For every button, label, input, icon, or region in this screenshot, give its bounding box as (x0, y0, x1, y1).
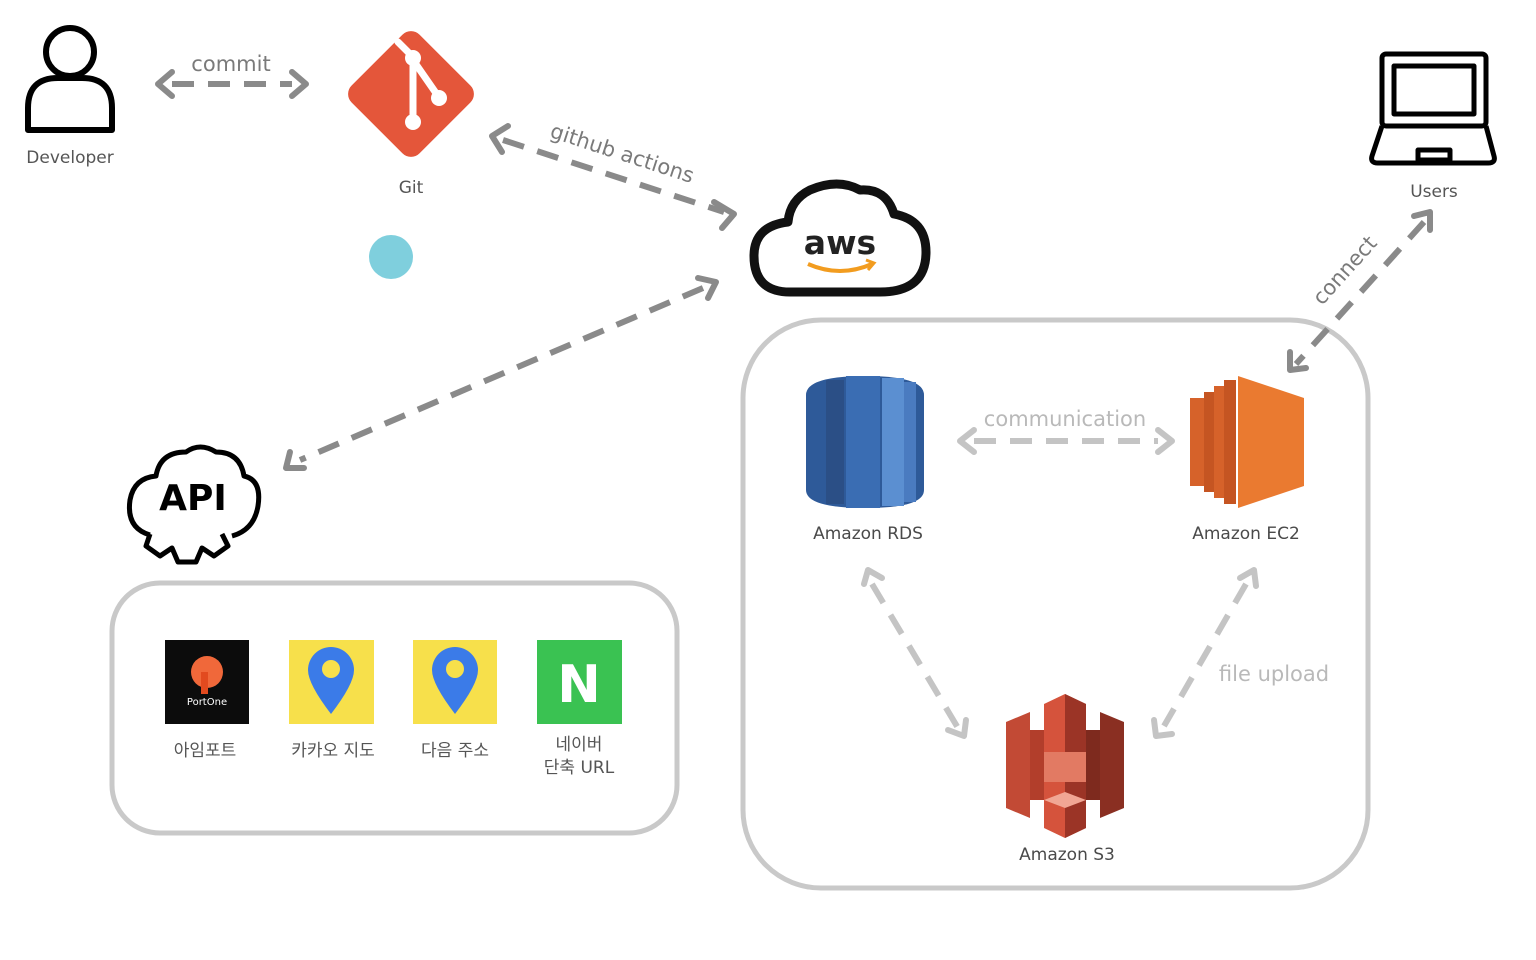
amazon-s3-icon (1006, 694, 1124, 838)
aws-cloud-icon: aws (749, 179, 931, 297)
service-label-naver-line2: 단축 URL (544, 758, 615, 778)
portone-logo-text: PortOne (187, 697, 227, 708)
developer-icon (25, 25, 115, 133)
s3-label: Amazon S3 (1019, 845, 1115, 865)
service-label-naver-line1: 네이버 (556, 735, 603, 755)
amazon-rds-icon (806, 376, 924, 508)
file-upload-label: file upload (1219, 662, 1329, 686)
portone-logo: PortOne (165, 640, 249, 724)
communication-label: communication (984, 407, 1146, 431)
rds-label: Amazon RDS (813, 524, 923, 544)
api-label: API (159, 478, 227, 519)
kakao-map-logo (289, 640, 374, 724)
service-label-iamport: 아임포트 (174, 741, 237, 761)
connect-label: connect (1308, 231, 1382, 309)
aws-services-box (740, 317, 1371, 891)
github-actions-arrow (489, 123, 737, 231)
git-icon (348, 31, 474, 157)
daum-address-logo (413, 640, 497, 724)
commit-label: commit (191, 52, 270, 76)
ec2-label: Amazon EC2 (1192, 524, 1300, 544)
decorative-dot (369, 235, 413, 279)
git-label: Git (399, 178, 424, 198)
ec2-s3-arrow (1151, 567, 1259, 739)
service-label-kakao-map: 카카오 지도 (291, 741, 375, 761)
aws-api-arrow (283, 275, 719, 471)
commit-arrow (155, 69, 309, 99)
rds-s3-arrow (861, 567, 969, 739)
connect-arrow (1287, 209, 1433, 373)
api-services-box (109, 580, 680, 836)
aws-logo-text: aws (804, 223, 876, 262)
service-label-daum-address: 다음 주소 (421, 741, 489, 761)
developer-label: Developer (26, 148, 113, 168)
amazon-ec2-icon (1190, 376, 1304, 508)
communication-arrow (957, 427, 1175, 455)
users-label: Users (1410, 182, 1458, 202)
api-cloud-gear-icon: API (126, 444, 262, 565)
naver-logo: N (537, 640, 622, 724)
naver-logo-text: N (557, 655, 601, 715)
laptop-icon (1369, 51, 1497, 166)
